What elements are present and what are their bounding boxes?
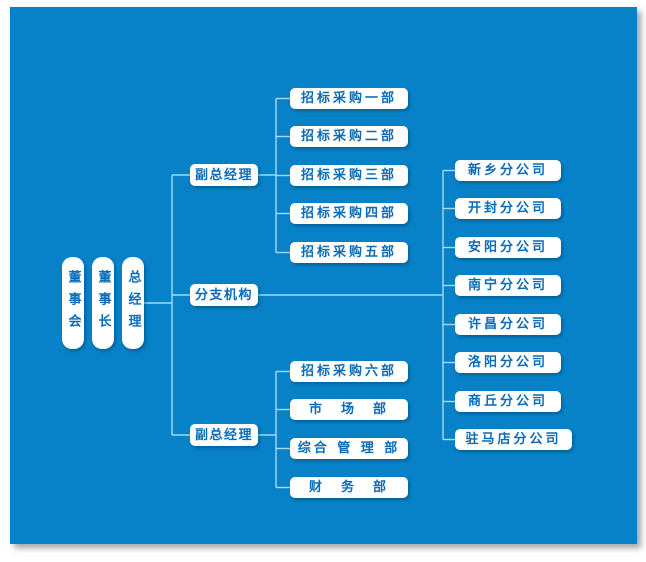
node-finance-dept: 财 务 部 — [290, 477, 408, 498]
node-deputy-general-manager-bottom: 副总经理 — [190, 424, 258, 446]
node-bidding-procurement-dept-2: 招标采购二部 — [290, 126, 408, 147]
org-chart-canvas: 董事会 董事长 总经理 副总经理 分支机构 副总经理 招标采购一部 招标采购二部… — [10, 7, 637, 544]
node-branch-zhumadian: 驻马店分公司 — [455, 429, 572, 450]
node-bidding-procurement-dept-4: 招标采购四部 — [290, 203, 408, 224]
node-branch-xuchang: 许昌分公司 — [455, 314, 561, 335]
node-board-of-directors: 董事会 — [62, 257, 84, 349]
node-branch-luoyang: 洛阳分公司 — [455, 352, 561, 373]
node-branch-anyang: 安阳分公司 — [455, 237, 561, 258]
node-marketing-dept: 市 场 部 — [290, 399, 408, 420]
node-branch-shangqiu: 商丘分公司 — [455, 391, 561, 412]
node-bidding-procurement-dept-3: 招标采购三部 — [290, 165, 408, 186]
node-bidding-procurement-dept-5: 招标采购五部 — [290, 242, 408, 263]
node-branch-kaifeng: 开封分公司 — [455, 198, 561, 219]
node-general-admin-dept: 综合 管 理 部 — [290, 438, 408, 459]
node-general-manager: 总经理 — [122, 257, 144, 349]
node-bidding-procurement-dept-6: 招标采购六部 — [290, 361, 408, 382]
node-chairman: 董事长 — [92, 257, 114, 349]
node-branch-xinxiang: 新乡分公司 — [455, 160, 561, 181]
node-branch-organizations: 分支机构 — [190, 284, 258, 306]
node-branch-nanning: 南宁分公司 — [455, 275, 561, 296]
node-deputy-general-manager-top: 副总经理 — [190, 164, 258, 186]
node-bidding-procurement-dept-1: 招标采购一部 — [290, 88, 408, 109]
